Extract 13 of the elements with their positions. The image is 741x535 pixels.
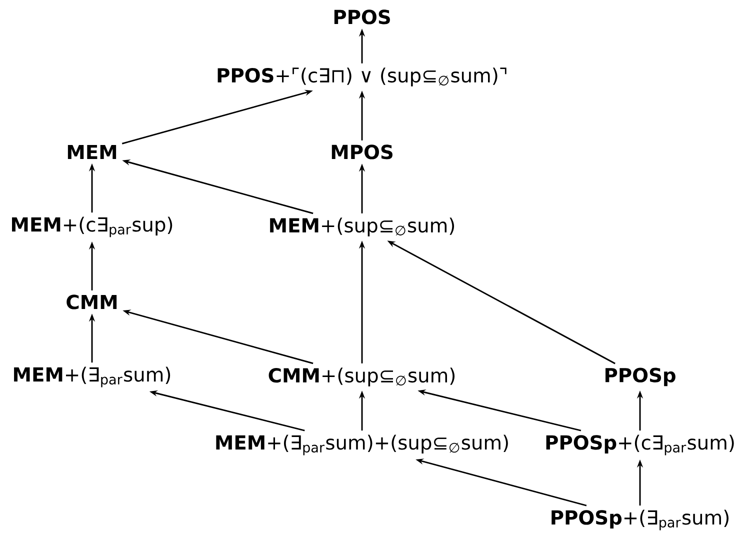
formula-label: CMM+(sup⊆$_{∅}$sum) [268, 368, 455, 386]
formula-label: MEM [68, 144, 116, 160]
formula-label: MEM+(sup⊆$_{∅}$sum) [270, 218, 454, 236]
formula-label: PPOSp [606, 368, 676, 386]
formula-label: PPOS [334, 10, 390, 24]
formula-label: PPOS+⌜(c∃⊓) ∨ (sup⊆$_{∅}$sum)⌝ [218, 68, 506, 86]
formula-label: CMM [66, 294, 117, 310]
formula-label: PPOSp+(c∃$_{par}$sum) [546, 434, 734, 456]
formula-label: MEM+(c∃$_{par}$sup) [12, 216, 172, 238]
formula-label: MEM+(∃$_{par}$sum) [14, 366, 170, 388]
formula-label: PPOSp+(∃$_{par}$sum) [552, 510, 728, 530]
formula-label: MPOS [332, 144, 392, 160]
formula-label: MEM+(∃$_{par}$sum)+(sup⊆$_{∅}$sum) [216, 434, 508, 456]
